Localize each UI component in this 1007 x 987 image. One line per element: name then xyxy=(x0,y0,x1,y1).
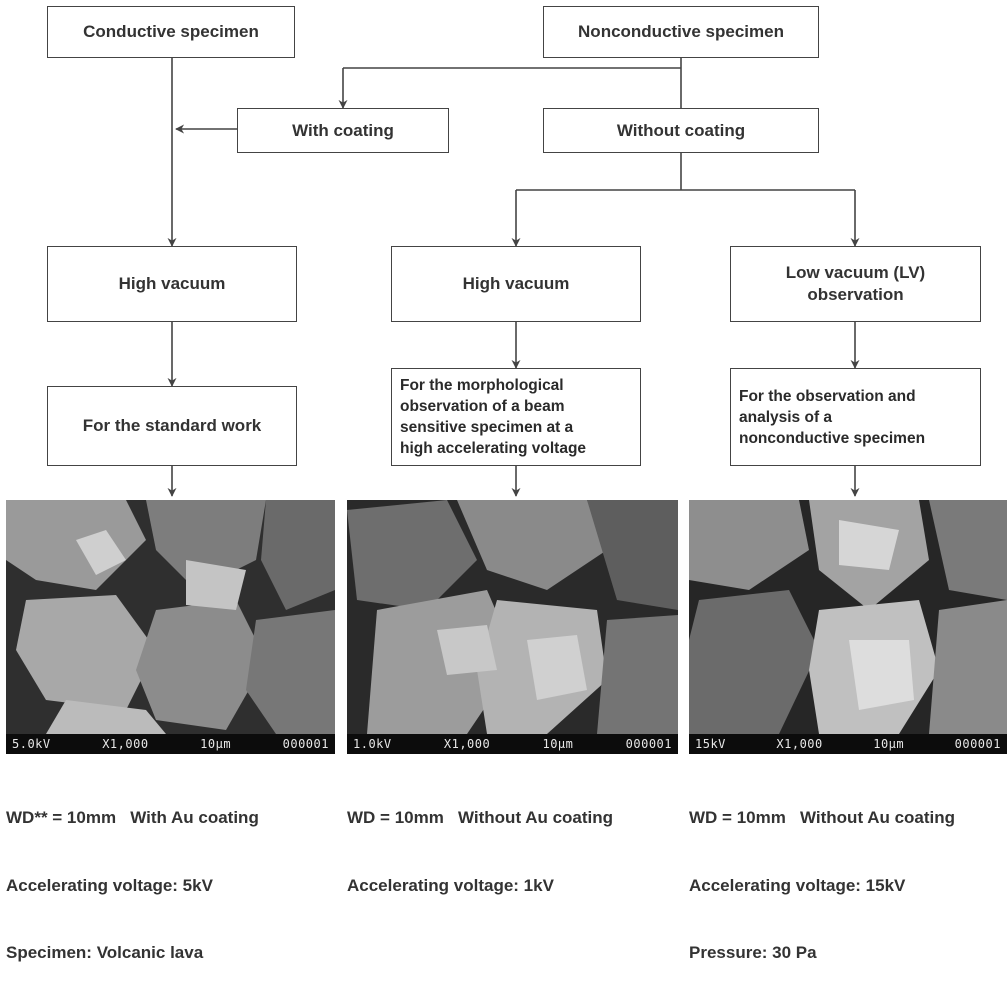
conductive-specimen-box: Conductive specimen xyxy=(47,6,295,58)
with-coating-box: With coating xyxy=(237,108,449,153)
standard-work-label: For the standard work xyxy=(82,416,262,435)
caption-1: WD** = 10mm With Au coating Accelerating… xyxy=(6,762,259,987)
analysis-note-line-3: nonconductive specimen xyxy=(739,429,926,447)
low-vacuum-box: Low vacuum (LV) observation xyxy=(730,246,981,322)
caption-1-line-2: Accelerating voltage: 5kV xyxy=(6,875,213,895)
scale-3: 10μm xyxy=(873,737,905,751)
accel-voltage-1: 5.0kV xyxy=(12,737,51,751)
micrograph-texture-3 xyxy=(689,500,1007,754)
scale-1: 10μm xyxy=(200,737,232,751)
micrograph-info-bar-1: 5.0kV X1,000 10μm 000001 xyxy=(6,734,335,754)
standard-work-box: For the standard work xyxy=(47,386,297,466)
caption-2-line-1: WD = 10mm Without Au coating xyxy=(347,808,614,827)
micrograph-info-bar-2: 1.0kV X1,000 10μm 000001 xyxy=(347,734,678,754)
magnification-1: X1,000 xyxy=(102,737,149,751)
caption-1-line-3: Specimen: Volcanic lava xyxy=(6,943,204,962)
with-coating-label: With coating xyxy=(292,120,394,140)
low-vacuum-label-line1: Low vacuum (LV) xyxy=(785,263,926,282)
image-id-3: 000001 xyxy=(954,737,1001,751)
accel-voltage-2: 1.0kV xyxy=(353,737,392,751)
image-id-1: 000001 xyxy=(282,737,329,751)
analysis-note-line-1: For the observation and xyxy=(739,387,916,405)
micrograph-info-bar-3: 15kV X1,000 10μm 000001 xyxy=(689,734,1007,754)
without-coating-label: Without coating xyxy=(616,120,746,140)
image-id-2: 000001 xyxy=(625,737,672,751)
magnification-3: X1,000 xyxy=(776,737,823,751)
caption-3-line-2: Accelerating voltage: 15kV xyxy=(689,875,906,895)
caption-3-line-3: Pressure: 30 Pa xyxy=(689,943,817,962)
nonconductive-specimen-box: Nonconductive specimen xyxy=(543,6,819,58)
micrograph-image-2: 1.0kV X1,000 10μm 000001 xyxy=(347,500,678,754)
high-vacuum-label-1: High vacuum xyxy=(118,274,226,293)
scale-2: 10μm xyxy=(542,737,574,751)
high-vacuum-label-2: High vacuum xyxy=(462,274,570,293)
magnification-2: X1,000 xyxy=(443,737,491,751)
caption-3-line-1: WD = 10mm Without Au coating xyxy=(689,808,956,827)
connector-lines xyxy=(167,58,860,497)
accel-voltage-3: 15kV xyxy=(695,737,726,751)
conductive-specimen-label: Conductive specimen xyxy=(83,22,259,41)
caption-3: WD = 10mm Without Au coating Acceleratin… xyxy=(689,762,955,987)
micrograph-texture-2 xyxy=(347,500,678,754)
high-vacuum-box-1: High vacuum xyxy=(47,246,297,322)
caption-1-line-1: WD** = 10mm With Au coating xyxy=(6,808,259,827)
morph-note-line-1: For the morphological xyxy=(400,377,564,394)
micrograph-image-1: 5.0kV X1,000 10μm 000001 xyxy=(6,500,335,754)
without-coating-box: Without coating xyxy=(543,108,819,153)
analysis-note-line-2: analysis of a xyxy=(739,408,833,426)
micrograph-image-3: 15kV X1,000 10μm 000001 xyxy=(689,500,1007,754)
morphological-note-box: For the morphological observation of a b… xyxy=(391,368,641,466)
high-vacuum-box-2: High vacuum xyxy=(391,246,641,322)
caption-2: WD = 10mm Without Au coating Acceleratin… xyxy=(347,762,613,920)
morph-note-line-4: high accelerating voltage xyxy=(400,440,587,457)
micrograph-texture-1 xyxy=(6,500,335,754)
analysis-note-box: For the observation and analysis of a no… xyxy=(730,368,981,466)
caption-2-line-2: Accelerating voltage: 1kV xyxy=(347,875,554,895)
nonconductive-specimen-label: Nonconductive specimen xyxy=(578,22,784,41)
morph-note-line-2: observation of a beam xyxy=(400,398,565,415)
low-vacuum-label-line2: observation xyxy=(807,285,904,304)
morph-note-line-3: sensitive specimen at a xyxy=(400,419,574,436)
